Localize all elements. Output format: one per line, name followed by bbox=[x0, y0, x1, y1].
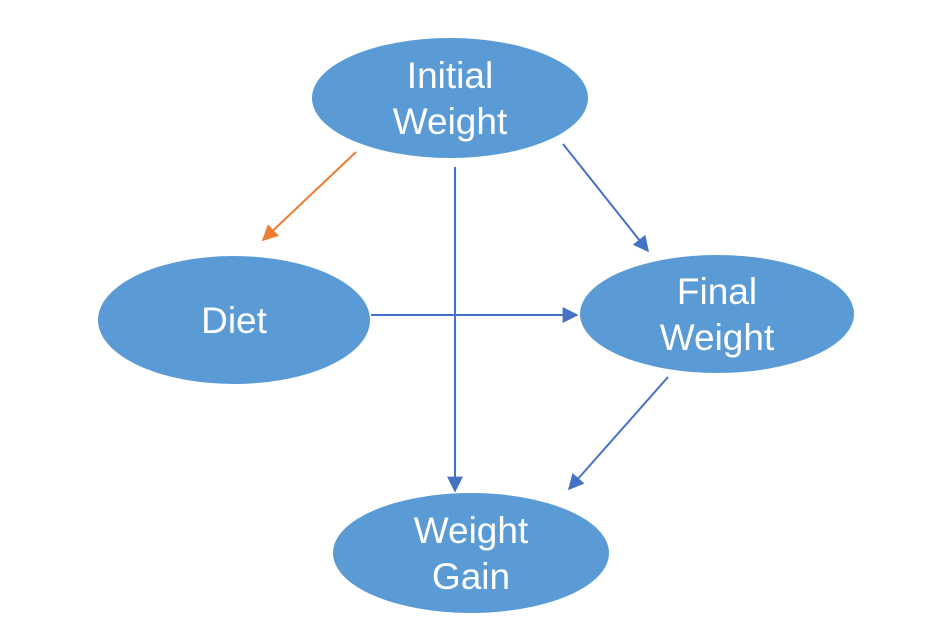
node-diet: Diet bbox=[98, 256, 370, 384]
node-shape-diet bbox=[98, 256, 370, 384]
node-shape-weight-gain bbox=[333, 493, 609, 613]
edge-initial-weight-to-final-weight bbox=[562, 143, 649, 253]
node-shape-final-weight bbox=[580, 255, 854, 373]
edge-final-weight-to-weight-gain bbox=[567, 376, 669, 491]
edge-initial-weight-to-diet bbox=[261, 151, 357, 242]
node-shape-initial-weight bbox=[312, 38, 588, 158]
node-label-diet: Diet bbox=[201, 300, 268, 341]
